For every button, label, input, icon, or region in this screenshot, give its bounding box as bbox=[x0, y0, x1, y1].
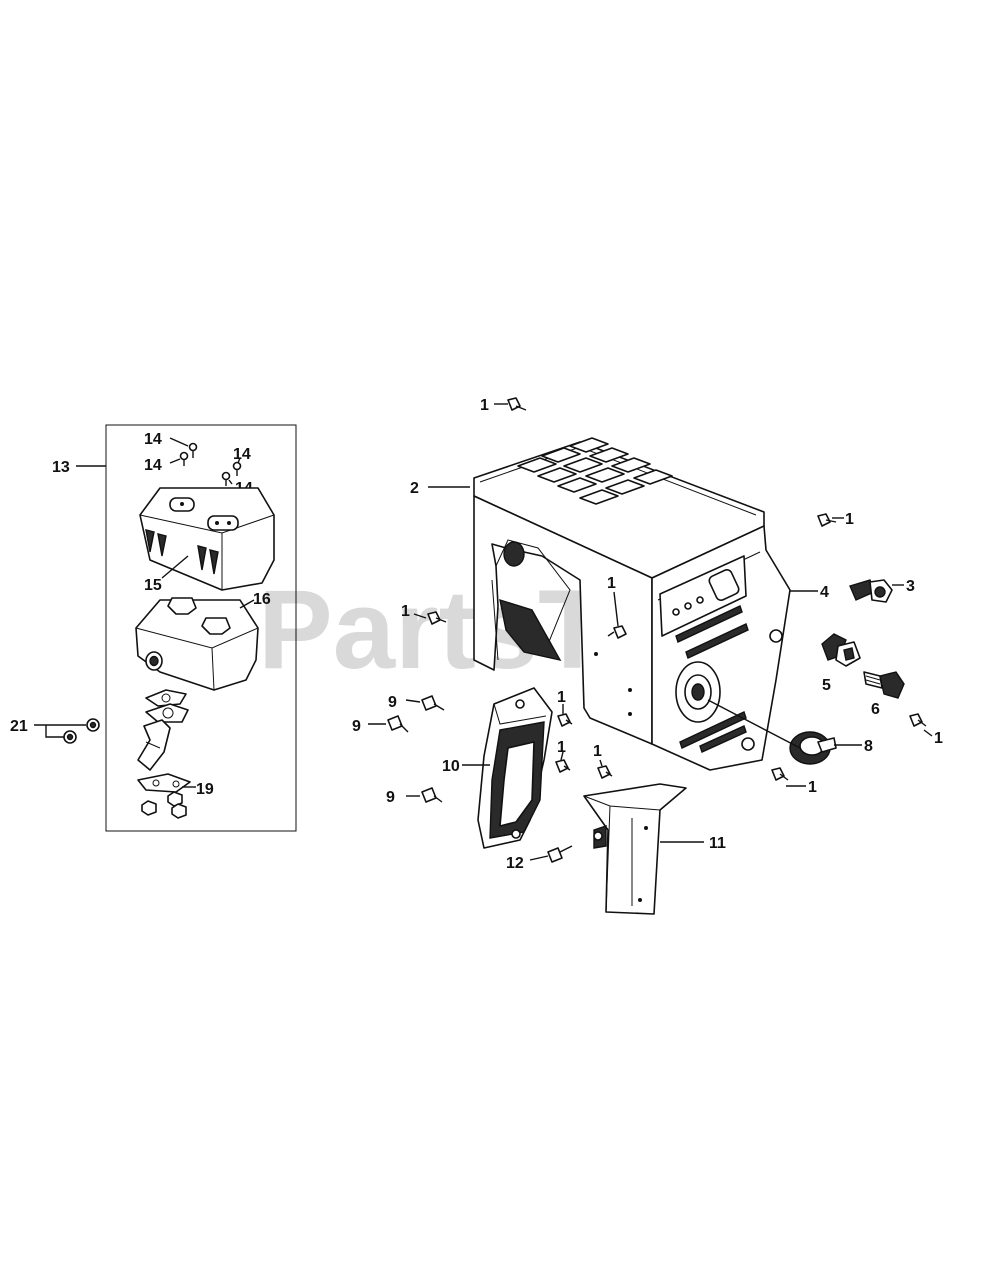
callout-13[interactable]: 13 bbox=[52, 459, 70, 476]
plate-part[interactable] bbox=[583, 783, 687, 915]
callout-14-a[interactable]: 14 bbox=[144, 431, 162, 448]
nut-parts bbox=[141, 791, 187, 819]
callout-1-e[interactable]: 1 bbox=[557, 689, 566, 706]
knob-part[interactable] bbox=[863, 671, 905, 699]
callout-6[interactable]: 6 bbox=[871, 701, 880, 718]
cap-part[interactable] bbox=[789, 731, 837, 765]
callout-8[interactable]: 8 bbox=[864, 738, 873, 755]
callout-9-c[interactable]: 9 bbox=[386, 789, 395, 806]
exhaust-pipe-and-gaskets bbox=[137, 689, 191, 793]
callout-1-b[interactable]: 1 bbox=[845, 511, 854, 528]
callout-9-a[interactable]: 9 bbox=[388, 694, 397, 711]
outlet-part[interactable] bbox=[821, 633, 861, 667]
muffler-kit-group: 13 14 14 14 14 bbox=[52, 424, 297, 832]
callout-5[interactable]: 5 bbox=[822, 677, 831, 694]
callout-21[interactable]: 21 bbox=[10, 718, 28, 735]
screw-1-parts[interactable] bbox=[427, 397, 927, 781]
callout-15[interactable]: 15 bbox=[144, 577, 162, 594]
bracket-part[interactable] bbox=[477, 687, 553, 849]
switch-part[interactable] bbox=[849, 579, 893, 603]
engine-housing-part[interactable] bbox=[473, 437, 791, 771]
bolt-9-parts[interactable] bbox=[387, 695, 445, 803]
screw-14-parts[interactable] bbox=[179, 442, 242, 487]
callout-16[interactable]: 16 bbox=[253, 591, 271, 608]
bolt-12-part[interactable] bbox=[547, 845, 573, 863]
callout-4[interactable]: 4 bbox=[820, 584, 829, 601]
callout-19[interactable]: 19 bbox=[196, 781, 214, 798]
muffler-part[interactable] bbox=[135, 597, 259, 691]
callout-1-i[interactable]: 1 bbox=[934, 730, 943, 747]
leader-21 bbox=[34, 724, 86, 738]
callout-3[interactable]: 3 bbox=[906, 578, 915, 595]
callout-14-b[interactable]: 14 bbox=[144, 457, 162, 474]
callout-1-c[interactable]: 1 bbox=[401, 603, 410, 620]
top-vent-grid bbox=[517, 437, 673, 505]
muffler-shield-part[interactable] bbox=[139, 487, 275, 591]
callout-12[interactable]: 12 bbox=[506, 855, 524, 872]
nut-21-parts[interactable] bbox=[63, 718, 100, 744]
callout-1-h[interactable]: 1 bbox=[808, 779, 817, 796]
callout-2[interactable]: 2 bbox=[410, 480, 419, 497]
callout-9-b[interactable]: 9 bbox=[352, 718, 361, 735]
callout-1-d[interactable]: 1 bbox=[607, 575, 616, 592]
callout-11[interactable]: 11 bbox=[709, 835, 726, 852]
callout-1-g[interactable]: 1 bbox=[593, 743, 602, 760]
callout-1-a[interactable]: 1 bbox=[480, 397, 489, 414]
kit-box-outline bbox=[105, 424, 297, 832]
callout-10[interactable]: 10 bbox=[442, 758, 460, 775]
callout-14-c[interactable]: 14 bbox=[233, 446, 251, 463]
leader-8-a bbox=[707, 699, 801, 749]
callout-1-f[interactable]: 1 bbox=[557, 739, 566, 756]
